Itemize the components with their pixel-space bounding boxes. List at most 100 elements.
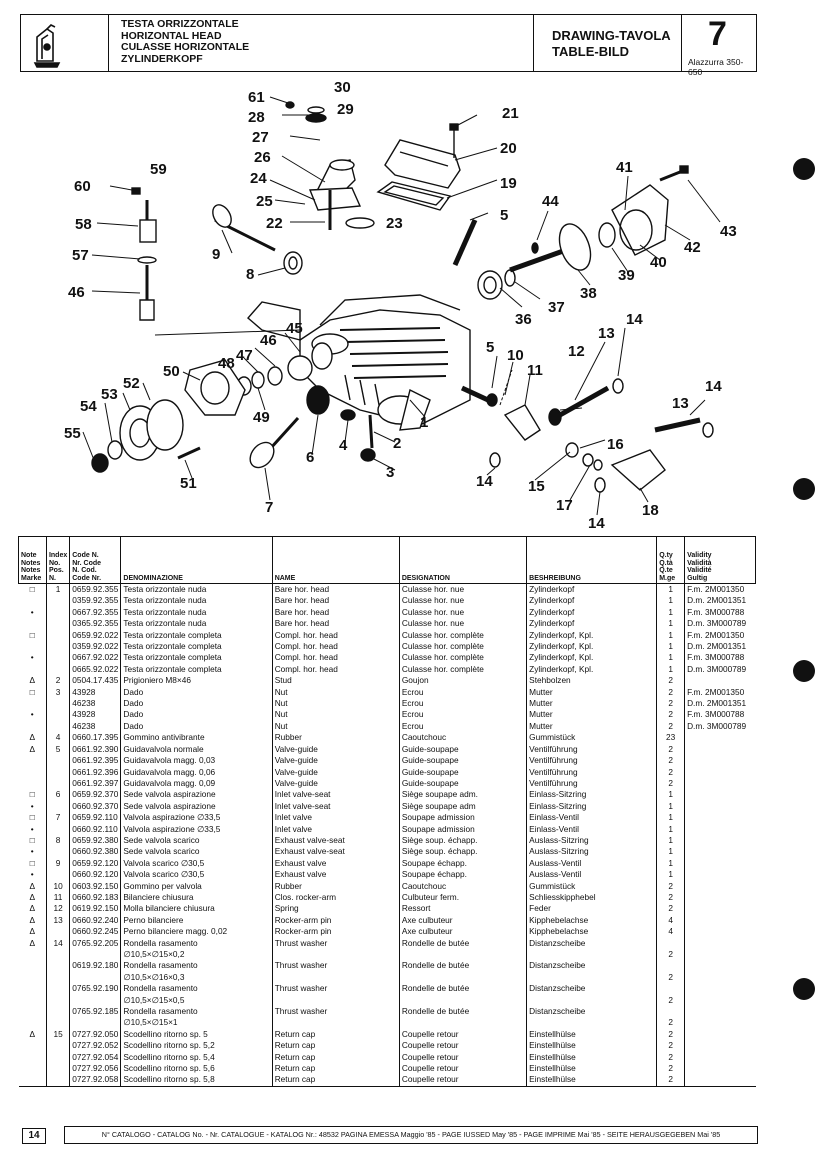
cell-bes: Ventilführung [526,766,658,778]
col-validity: Validity Validità Validité Gultig [684,536,756,584]
cell-bes: Distanzscheibe [526,960,658,972]
cell-des: Soupape échapp. [399,857,528,870]
callout-12: 12 [568,343,585,360]
cell-den: Dado [120,686,273,699]
title-line-de: ZYLINDERKOPF [121,52,203,65]
callout-61: 61 [248,89,265,106]
col-beschreibung: BESHREIBUNG [526,536,658,584]
cell-qty: 2 [656,971,686,984]
cell-code: 0365.92.355 [69,618,122,630]
callout-8: 8 [246,266,254,283]
cell-name: Rubber [272,732,400,744]
cell-note: Δ [18,1028,47,1041]
cell-des: Axe culbuteur [399,914,528,927]
cell-idx: 7 [46,812,71,824]
cell-code: 0359.92.355 [69,595,122,607]
cell-val [685,812,756,823]
callout-36: 36 [515,311,532,328]
cell-den: Rondella rasamento [120,937,273,949]
cell-idx: 15 [46,1028,71,1041]
callout-57: 57 [72,247,89,264]
cell-bes: Mutter [526,686,658,699]
cell-code: 43928 [69,686,122,699]
cell-val [684,1074,756,1087]
title-line-fr: CULASSE HORIZONTALE [121,41,250,53]
cell-qty: 2 [656,1028,686,1041]
callout-18: 18 [642,502,659,519]
cell-val [685,732,756,743]
cell-bes: Mutter [526,709,658,721]
cell-den: Valvola aspirazione ∅33,5 [120,812,273,824]
cell-bes: Einstellhülse [526,1063,658,1075]
cell-name: Return cap [272,1063,400,1075]
cell-des: Guide-soupape [399,755,528,767]
cell-qty: 1 [656,834,686,847]
cell-note [18,766,47,778]
cell-den: Dado [120,720,273,733]
callout-37: 37 [548,299,565,316]
cell-code: 0603.92.150 [69,880,122,892]
callout-52: 52 [123,375,140,392]
cell-note [18,983,47,995]
cell-bes: Stehbolzen [526,675,658,687]
cell-des: Culasse hor. nue [399,595,528,607]
cell-des: Coupelle retour [399,1028,528,1041]
cell-idx [46,823,71,835]
cell-code [69,994,122,1007]
cell-qty: 2 [656,720,686,733]
cell-code: 0660.92.380 [69,846,122,858]
cell-bes: Zylinderkopf, Kpl. [526,641,658,653]
cell-des: Coupelle retour [399,1040,528,1052]
callout-49: 49 [253,409,270,426]
cell-note: Δ [18,891,47,904]
callout-46: 46 [260,332,277,349]
cell-idx [46,652,71,664]
callout-9: 9 [212,246,220,263]
cell-qty: 2 [656,675,686,687]
cell-code: 0661.92.395 [69,755,122,767]
cell-des: Siège soupape adm. [399,789,528,801]
cell-note: • [18,800,47,813]
cell-note [18,1017,47,1029]
cell-idx: 10 [46,880,71,892]
cell-idx [46,926,71,938]
cell-note [18,720,47,733]
cell-bes [526,971,658,984]
cell-des: Coupelle retour [399,1063,528,1075]
cell-idx [46,766,71,778]
cell-code: 0619.92.180 [69,960,122,972]
cell-val [685,778,756,789]
cell-qty: 2 [656,743,686,756]
cell-bes: Distanzscheibe [526,1006,658,1018]
cell-name [272,994,400,1007]
cell-name: Nut [272,686,400,699]
cell-name: Spring [272,903,400,915]
cell-name: Nut [272,698,400,710]
cell-idx [46,1017,71,1029]
callout-51: 51 [180,475,197,492]
cell-val [685,1040,756,1051]
cell-name: Exhaust valve-seat [272,834,400,847]
cell-name: Rocker-arm pin [272,926,400,938]
cell-bes: Kipphebelachse [526,926,658,938]
cell-bes: Zylinderkopf, Kpl. [526,629,658,642]
cell-qty: 2 [656,1051,686,1064]
cell-bes: Gummistück [526,880,658,892]
cell-code: 46238 [69,720,122,733]
cell-name: Compl. hor. head [272,629,400,642]
cell-val [685,744,756,755]
cell-qty: 1 [656,652,686,664]
col-denominazione: DENOMINAZIONE [120,536,273,584]
cell-qty: 2 [656,1017,686,1029]
